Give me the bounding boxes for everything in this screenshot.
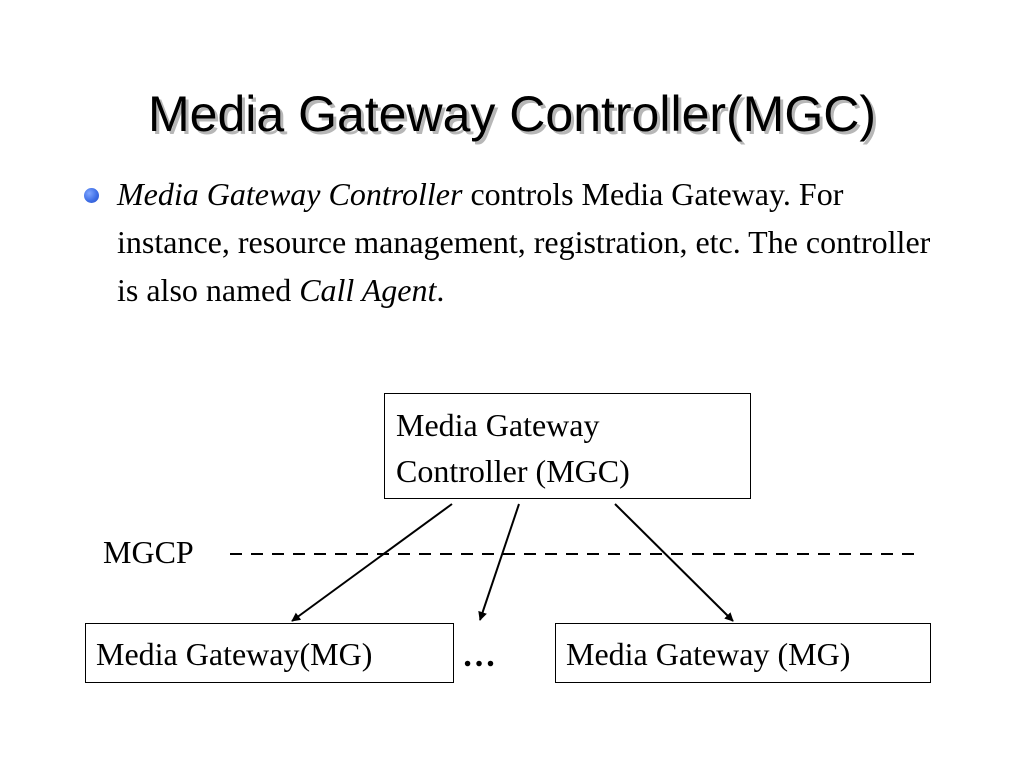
slide-title: Media Gateway Controller(MGC)	[148, 86, 876, 142]
bullet-italic-lead: Media Gateway Controller	[117, 176, 463, 212]
gateway-right-label: Media Gateway (MG)	[566, 636, 851, 672]
gateway-box-right: Media Gateway (MG)	[555, 623, 931, 683]
bullet-italic-term: Call Agent	[299, 272, 437, 308]
bullet-end-text: .	[436, 272, 445, 308]
controller-label-line2: Controller (MGC)	[396, 453, 630, 489]
gateway-box-left: Media Gateway(MG)	[85, 623, 454, 683]
bullet-main-text: controls Media Gateway. For instance, re…	[117, 176, 931, 308]
gateway-ellipsis: …	[462, 637, 496, 674]
arrow-to-left-gateway	[291, 503, 453, 622]
arrow-to-middle-gateway	[478, 503, 520, 621]
arrow-to-right-gateway	[614, 503, 734, 622]
controller-label-line1: Media Gateway	[396, 407, 600, 443]
gateway-left-label: Media Gateway(MG)	[96, 636, 373, 672]
bullet-dot-icon	[84, 188, 99, 203]
controller-box: Media Gateway Controller (MGC)	[384, 393, 751, 499]
protocol-label: MGCP	[103, 534, 194, 570]
bullet-paragraph: Media Gateway Controller controls Media …	[117, 170, 947, 314]
